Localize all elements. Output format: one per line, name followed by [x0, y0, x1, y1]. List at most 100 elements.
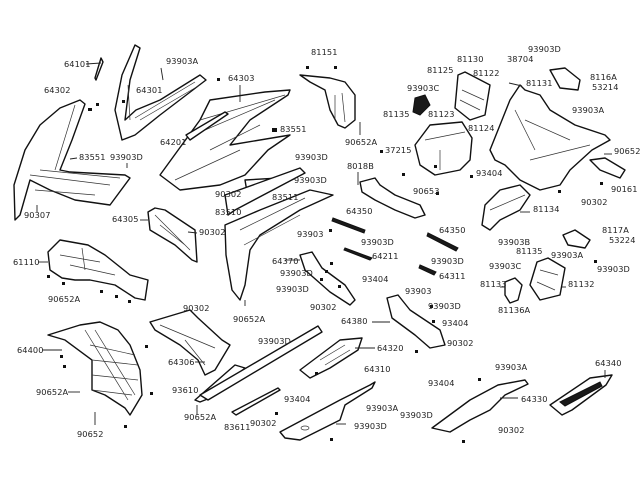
part-label[interactable]: 53214 — [592, 82, 619, 92]
part-label[interactable]: 90302 — [199, 227, 226, 237]
part-label[interactable]: 90652A — [48, 294, 81, 304]
part-label[interactable]: 81135 — [516, 246, 543, 256]
part-64101[interactable] — [85, 57, 104, 81]
part-label[interactable]: 93903D — [294, 175, 327, 185]
part-label[interactable]: 93404 — [362, 274, 389, 284]
part-label[interactable]: 93903D — [431, 256, 464, 266]
part-label[interactable]: 90302 — [215, 189, 242, 199]
part-64380[interactable] — [372, 294, 446, 349]
part-61110[interactable] — [38, 239, 149, 301]
part-label[interactable]: 83611 — [224, 422, 251, 432]
part-label[interactable]: 64340 — [595, 358, 622, 368]
part-label[interactable]: 64201 — [160, 137, 187, 147]
part-83511[interactable] — [224, 167, 306, 216]
part-label[interactable]: 81132 — [568, 279, 595, 289]
part-label[interactable]: 93903D — [528, 44, 561, 54]
part-label[interactable]: 81130 — [457, 54, 484, 64]
part-label[interactable]: 93404 — [442, 318, 469, 328]
part-81134[interactable] — [481, 184, 531, 231]
part-label[interactable]: 93903C — [489, 261, 522, 271]
part-label[interactable]: 93903D — [258, 336, 291, 346]
part-64301[interactable] — [114, 44, 207, 141]
part-label[interactable]: 64380 — [341, 316, 368, 326]
part-label[interactable]: 64301 — [136, 85, 163, 95]
part-label[interactable]: 90652 — [614, 146, 640, 156]
part-8018B[interactable] — [357, 172, 426, 219]
part-label[interactable]: 93903D — [276, 284, 309, 294]
part-label[interactable]: 81122 — [473, 68, 500, 78]
part-label[interactable]: 93610 — [172, 385, 199, 395]
part-label[interactable]: 64305 — [112, 214, 139, 224]
part-label[interactable]: 83551 — [280, 124, 307, 134]
part-label[interactable]: 93903D — [280, 268, 313, 278]
part-label[interactable]: 64302 — [44, 85, 71, 95]
part-label[interactable]: 93903D — [428, 301, 461, 311]
part-label[interactable]: 81133 — [480, 279, 507, 289]
part-label[interactable]: 93903 — [405, 286, 432, 296]
part-64201[interactable] — [185, 111, 229, 141]
part-label[interactable]: 93404 — [428, 378, 455, 388]
part-label[interactable]: 90302 — [183, 303, 210, 313]
part-64370[interactable] — [285, 251, 356, 306]
part-label[interactable]: 83551 — [79, 152, 106, 162]
part-label[interactable]: 64350 — [439, 225, 466, 235]
part-label[interactable]: 81135 — [383, 109, 410, 119]
part-label[interactable]: 93903D — [295, 152, 328, 162]
part-label[interactable]: 81151 — [311, 47, 338, 57]
part-label[interactable]: 64320 — [377, 343, 404, 353]
part-64320[interactable] — [299, 337, 375, 379]
part-side-panel[interactable] — [224, 189, 334, 306]
part-strips[interactable] — [331, 217, 459, 276]
part-64340[interactable] — [549, 370, 613, 416]
part-81132[interactable] — [529, 257, 566, 301]
part-label[interactable]: 81125 — [427, 65, 454, 75]
part-label[interactable]: 90302 — [250, 418, 277, 428]
part-label[interactable]: 38704 — [507, 54, 534, 64]
part-label[interactable]: 64330 — [521, 394, 548, 404]
part-64303[interactable] — [159, 85, 291, 191]
part-label[interactable]: 90652A — [233, 314, 266, 324]
part-label[interactable]: 93903D — [110, 152, 143, 162]
part-53224[interactable] — [549, 67, 591, 249]
part-label[interactable]: 90652A — [345, 137, 378, 147]
part-64330[interactable] — [431, 379, 529, 433]
part-label[interactable]: 93404 — [284, 394, 311, 404]
part-label[interactable]: 37215 — [385, 145, 412, 155]
part-label[interactable]: 90302 — [581, 197, 608, 207]
part-81135[interactable] — [412, 94, 431, 116]
part-label[interactable]: 90161 — [611, 184, 638, 194]
part-64302[interactable] — [13, 99, 131, 221]
part-label[interactable]: 90652A — [184, 412, 217, 422]
part-label[interactable]: 81131 — [526, 78, 553, 88]
part-label[interactable]: 90652A — [36, 387, 69, 397]
part-label[interactable]: 81123 — [428, 109, 455, 119]
part-81123[interactable] — [414, 121, 473, 176]
part-label[interactable]: 90302 — [447, 338, 474, 348]
part-label[interactable]: 8117A — [602, 225, 629, 235]
part-label[interactable]: 61110 — [13, 257, 40, 267]
part-label[interactable]: 93903A — [495, 362, 528, 372]
part-64306[interactable] — [149, 309, 231, 376]
part-label[interactable]: 81134 — [533, 204, 560, 214]
part-label[interactable]: 93903D — [354, 421, 387, 431]
part-label[interactable]: 64211 — [372, 251, 399, 261]
part-label[interactable]: 93404 — [476, 168, 503, 178]
part-label[interactable]: 93903B — [498, 237, 531, 247]
part-label[interactable]: 64350 — [346, 206, 373, 216]
part-81133[interactable] — [500, 277, 523, 304]
part-64400[interactable] — [42, 321, 143, 425]
part-label[interactable]: 64400 — [17, 345, 44, 355]
part-label[interactable]: 64370 — [272, 256, 299, 266]
part-label[interactable]: 93903A — [572, 105, 605, 115]
part-label[interactable]: 64303 — [228, 73, 255, 83]
part-label[interactable]: 93903D — [400, 410, 433, 420]
part-label[interactable]: 64306 — [168, 357, 195, 367]
part-label[interactable]: 53224 — [609, 235, 636, 245]
part-label[interactable]: 93903D — [597, 264, 630, 274]
part-label[interactable]: 90652 — [77, 429, 104, 439]
part-label[interactable]: 93903A — [366, 403, 399, 413]
part-93610[interactable] — [194, 325, 323, 416]
part-label[interactable]: 90307 — [24, 210, 51, 220]
part-81131[interactable] — [489, 82, 611, 191]
part-label[interactable]: 64310 — [364, 364, 391, 374]
